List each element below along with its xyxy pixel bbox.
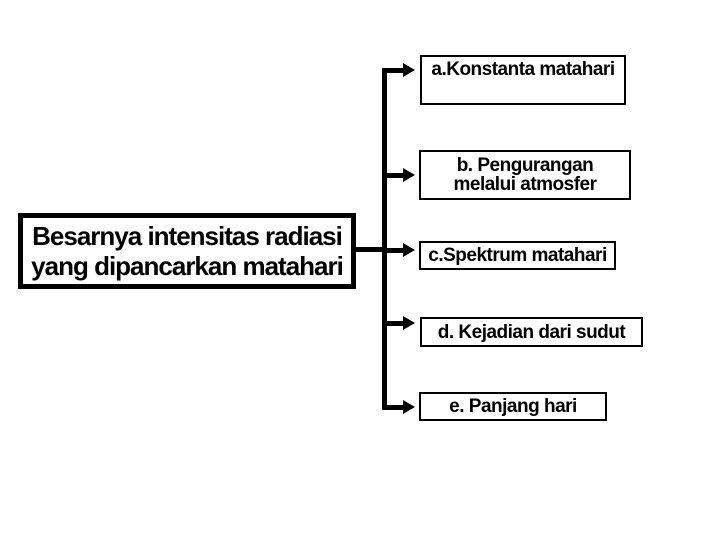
root-connector-line: [356, 247, 386, 252]
branch-box-b-label-line2: melalui atmosfer: [453, 174, 598, 195]
arrow-shaft: [385, 172, 404, 178]
root-box-label-line1: Besarnya intensitas radiasi: [32, 221, 343, 251]
branch-box-c-label: c.Spektrum matahari: [428, 245, 607, 266]
branch-arrow-c: [385, 243, 415, 257]
branch-box-a: a.Konstanta matahari: [420, 55, 626, 105]
branch-box-d: d. Kejadian dari sudut: [420, 317, 643, 347]
branch-arrow-a: [385, 63, 415, 77]
arrowhead-icon: [403, 63, 415, 77]
arrowhead-icon: [403, 316, 415, 330]
branch-arrow-e: [385, 400, 415, 414]
branch-box-d-label: d. Kejadian dari sudut: [437, 321, 626, 343]
arrow-shaft: [385, 404, 404, 410]
arrow-shaft: [385, 320, 404, 326]
root-box: Besarnya intensitas radiasi yang dipanca…: [18, 213, 356, 289]
branch-arrow-d: [385, 316, 415, 330]
arrowhead-icon: [403, 243, 415, 257]
branch-box-e-label: e. Panjang hari: [449, 396, 577, 417]
branch-box-b-label-line1: b. Pengurangan: [456, 155, 594, 176]
arrow-shaft: [385, 247, 404, 253]
branch-box-a-label: a.Konstanta matahari: [431, 59, 615, 80]
root-box-label-line2: yang dipancarkan matahari: [31, 251, 344, 281]
branch-arrow-b: [385, 168, 415, 182]
branch-vertical-line: [382, 68, 387, 410]
branch-box-e: e. Panjang hari: [419, 392, 607, 421]
arrow-shaft: [385, 67, 404, 73]
branch-box-c: c.Spektrum matahari: [419, 241, 616, 270]
branch-box-b: b. Pengurangan melalui atmosfer: [419, 150, 631, 200]
arrowhead-icon: [403, 400, 415, 414]
arrowhead-icon: [403, 168, 415, 182]
